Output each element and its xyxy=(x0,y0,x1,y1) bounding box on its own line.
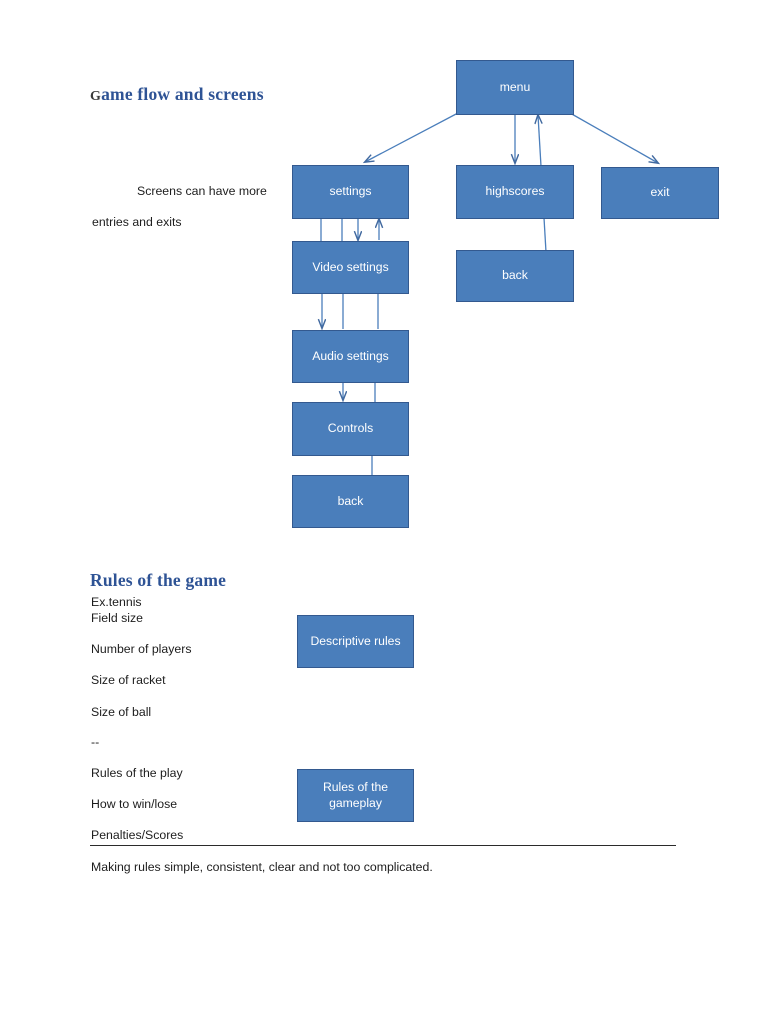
page-title-dropcap: G xyxy=(90,89,102,104)
rules-item-ex-tennis: Ex.tennis xyxy=(91,595,142,609)
rules-item-size-of-ball: Size of ball xyxy=(91,705,152,719)
edge-menu-to-settings xyxy=(365,112,459,162)
edge-menu-to-exit xyxy=(569,112,658,163)
rules-item-penalties-scores: Penalties/Scores xyxy=(91,828,184,842)
node-audio-settings[interactable]: Audio settings xyxy=(292,330,409,383)
node-settings-back[interactable]: back xyxy=(292,475,409,528)
rules-item-field-size: Field size xyxy=(91,611,143,625)
rules-item-how-to-win-lose: How to win/lose xyxy=(91,797,178,811)
horizontal-divider xyxy=(90,845,676,846)
section-title-rules: Rules of the game xyxy=(90,570,227,590)
node-highscores[interactable]: highscores xyxy=(456,165,574,219)
node-descriptive-rules[interactable]: Descriptive rules xyxy=(297,615,414,668)
node-controls[interactable]: Controls xyxy=(292,402,409,456)
rules-item-rules-of-the-play: Rules of the play xyxy=(91,766,183,780)
node-menu[interactable]: menu xyxy=(456,60,574,115)
note-screens-line-2: entries and exits xyxy=(92,215,182,229)
page-title-text: ame flow and screens xyxy=(101,84,264,104)
note-screens-line-1: Screens can have more xyxy=(137,184,267,198)
rules-item-separator: -- xyxy=(91,735,100,749)
node-gameplay-rules[interactable]: Rules of the gameplay xyxy=(297,769,414,822)
node-exit[interactable]: exit xyxy=(601,167,719,219)
node-gameplay-rules-line-2: gameplay xyxy=(329,795,382,810)
node-video-settings[interactable]: Video settings xyxy=(292,241,409,294)
page-title-game-flow: Game flow and screens xyxy=(90,84,264,105)
node-gameplay-rules-line-1: Rules of the xyxy=(322,780,389,795)
node-settings[interactable]: settings xyxy=(292,165,409,219)
rules-item-number-of-players: Number of players xyxy=(91,642,192,656)
rules-item-size-of-racket: Size of racket xyxy=(91,673,166,687)
footer-note: Making rules simple, consistent, clear a… xyxy=(91,860,433,874)
node-highscores-back[interactable]: back xyxy=(456,250,574,302)
